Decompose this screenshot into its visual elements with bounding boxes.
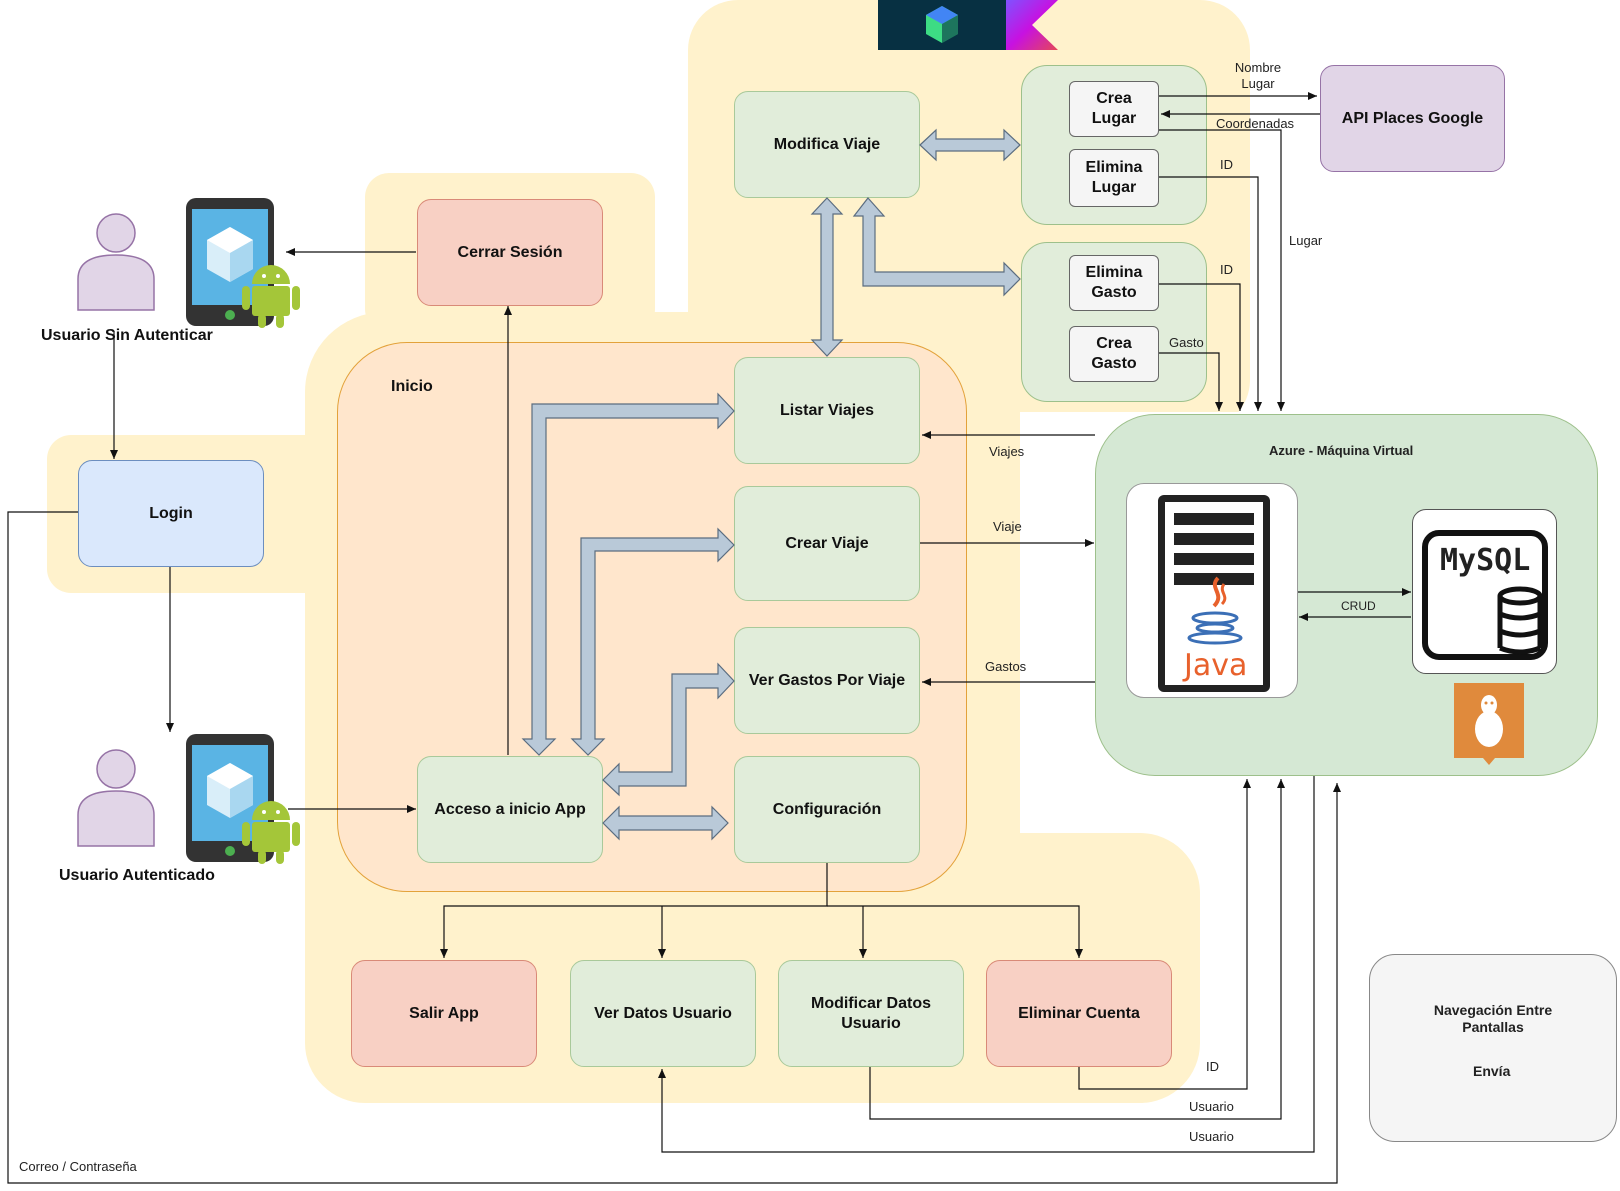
listar-viajes-node[interactable]: Listar Viajes [734,357,920,464]
crear-viaje-node[interactable]: Crear Viaje [734,486,920,601]
kotlin-icon [1006,0,1058,50]
edge-label-gasto: Gasto [1169,335,1204,350]
user-icon [77,749,155,847]
jetpack-compose-icon [878,0,1006,50]
edge-label-coordenadas: Coordenadas [1216,116,1295,131]
legend-envia-label: Envía [1473,1063,1511,1079]
edge-label-usuario-ver: Usuario [1189,1129,1234,1144]
user-icon [77,213,155,311]
edge-label-viajes: Viajes [989,444,1025,459]
java-label: Java [1184,648,1248,683]
elimina-gasto-node[interactable]: Elimina Gasto [1069,255,1159,311]
eliminar-cuenta-node[interactable]: Eliminar Cuenta [986,960,1172,1067]
edge-label-lugar: Lugar [1289,233,1323,248]
inicio-label: Inicio [391,378,433,395]
api-places-node[interactable]: API Places Google [1320,65,1505,172]
login-node[interactable]: Login [78,460,264,567]
edge-label-id-gasto: ID [1220,262,1233,277]
ver-gastos-node[interactable]: Ver Gastos Por Viaje [734,627,920,734]
azure-title: Azure - Máquina Virtual [1269,443,1414,458]
crea-lugar-node[interactable]: Crea Lugar [1069,81,1159,137]
configuracion-node[interactable]: Configuración [734,756,920,863]
elimina-lugar-node[interactable]: Elimina Lugar [1069,149,1159,207]
edge-label-nombre-lugar: Nombre Lugar [1234,60,1282,91]
mysql-label: MySQL [1440,543,1531,578]
edge-label-id-lugar: ID [1220,157,1233,172]
linux-icon [1454,683,1524,771]
edge-label-gastos: Gastos [985,659,1027,674]
legend-nav-label: Navegación Entre Pantallas [1433,1002,1553,1035]
mysql-icon [1422,530,1548,660]
edge-label-crud: CRUD [1341,599,1376,613]
actor-auth-label: Usuario Autenticado [59,867,215,884]
edge-label-id-cuenta: ID [1206,1059,1219,1074]
android-icon [240,794,302,864]
modifica-viaje-node[interactable]: Modifica Viaje [734,91,920,198]
edge-label-correo: Correo / Contraseña [19,1159,137,1174]
acceso-inicio-node[interactable]: Acceso a inicio App [417,756,603,863]
android-icon [240,258,302,328]
edge-label-viaje: Viaje [993,519,1022,534]
edge-label-usuario-mod: Usuario [1189,1099,1234,1114]
salir-app-node[interactable]: Salir App [351,960,537,1067]
cerrar-sesion-node[interactable]: Cerrar Sesión [417,199,603,306]
legend-box [1369,954,1617,1142]
server-icon [1158,495,1270,692]
java-icon [1180,572,1250,652]
crea-gasto-node[interactable]: Crea Gasto [1069,326,1159,382]
ver-datos-node[interactable]: Ver Datos Usuario [570,960,756,1067]
actor-unauth-label: Usuario Sin Autenticar [41,327,213,344]
modificar-datos-node[interactable]: Modificar Datos Usuario [778,960,964,1067]
